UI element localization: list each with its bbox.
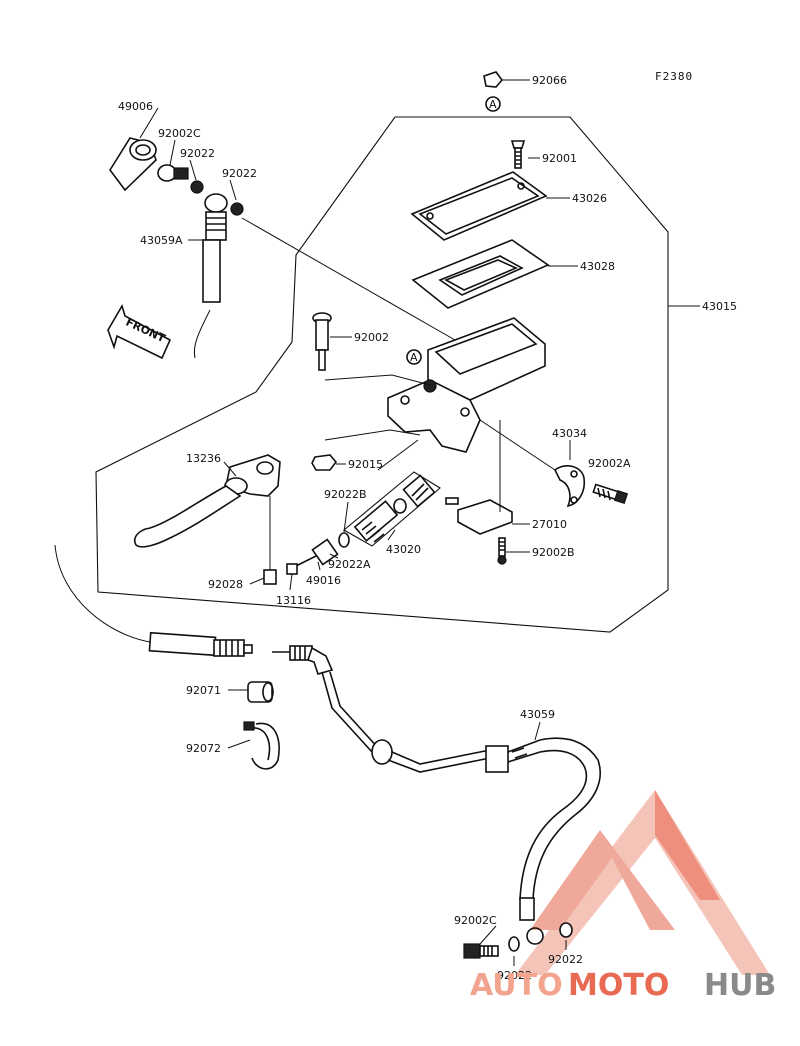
label-92002B: 92002B [532, 546, 575, 559]
clutch-pipe-part [321, 671, 602, 945]
label-92022A: 92022A [328, 558, 371, 571]
label-92022-c: 92022 [497, 969, 532, 982]
diaphragm-part [411, 239, 550, 309]
rod-49016-part [286, 555, 317, 575]
label-92015: 92015 [348, 458, 383, 471]
hose-link-line [241, 217, 456, 341]
label-92022B: 92022B [324, 488, 367, 501]
ref-marker-top [485, 96, 501, 112]
label-49006: 49006 [118, 100, 153, 113]
washer-part [190, 180, 204, 194]
label-43059A: 43059A [140, 234, 183, 247]
sleeve-92071-part [247, 681, 274, 703]
clamp-leader [479, 419, 556, 471]
label-43059: 43059 [520, 708, 555, 721]
label-92022-a: 92022 [180, 147, 215, 160]
label-43020: 43020 [386, 543, 421, 556]
bolt-leader [324, 374, 431, 386]
hose-lower-end-part [148, 631, 253, 657]
cap-92066-part [483, 71, 530, 88]
switch-part [445, 497, 513, 535]
label-92072: 92072 [186, 742, 221, 755]
washer-bottom-b [559, 922, 573, 938]
banjo-bolt-bottom-part [463, 943, 499, 959]
ref-marker-top-text: A [489, 98, 497, 111]
clamp-part [553, 465, 586, 508]
screw-92001-part [510, 140, 526, 169]
label-92001: 92001 [542, 152, 577, 165]
label-43026: 43026 [572, 192, 607, 205]
banjo-bolt-part [157, 164, 189, 182]
piston-kit-part [343, 471, 441, 547]
ref-marker-body [406, 349, 422, 365]
pivot-bolt-part [263, 496, 277, 585]
label-leaders [139, 107, 700, 966]
watermark-part2: MOTO [568, 968, 669, 1003]
hose-43059A-part [202, 193, 228, 303]
bolt-92002A-part [592, 483, 629, 505]
bolt-92002-part [312, 312, 332, 371]
figure-code: F2380 [655, 70, 693, 83]
label-13236: 13236 [186, 452, 221, 465]
boot-92022A-part [311, 538, 339, 566]
piston-leader [377, 439, 419, 471]
reservoir-cover-part [410, 171, 548, 241]
label-92022-b: 92022 [222, 167, 257, 180]
watermark-part1: AUTO [470, 968, 563, 1003]
part-labels: F2380 92066 49006 92002C 92022 92022 430… [118, 70, 737, 982]
label-92002: 92002 [354, 331, 389, 344]
label-92022-d: 92022 [548, 953, 583, 966]
hose-guide-line-top [193, 309, 211, 359]
ref-marker-body-text: A [410, 351, 418, 364]
nut-92015-part [311, 454, 338, 471]
label-92071: 92071 [186, 684, 221, 697]
watermark-logo [515, 790, 770, 975]
label-92002A: 92002A [588, 457, 631, 470]
seal-92022B-part [338, 532, 350, 548]
hose-upper-end-part [272, 645, 334, 675]
watermark-text: AUTO MOTO HUB [470, 968, 776, 1003]
label-43015: 43015 [702, 300, 737, 313]
label-13116: 13116 [276, 594, 311, 607]
watermark-part3: HUB [704, 968, 776, 1003]
label-27010: 27010 [532, 518, 567, 531]
label-43028: 43028 [580, 260, 615, 273]
label-43034: 43034 [552, 427, 587, 440]
clutch-lever-part [134, 454, 281, 548]
clamp-92072-part [243, 721, 280, 770]
washer-bottom-a [508, 936, 520, 952]
front-arrow-icon: FRONT [107, 304, 172, 360]
hose-guide-line [54, 544, 151, 643]
nut-leader [324, 429, 421, 441]
label-92066: 92066 [532, 74, 567, 87]
assembly-boundary [95, 116, 669, 633]
label-49016: 49016 [306, 574, 341, 587]
master-cylinder-body [387, 317, 546, 453]
label-92028: 92028 [208, 578, 243, 591]
label-92002C-top: 92002C [158, 127, 201, 140]
washer-part-b [230, 202, 244, 216]
label-92002C-bottom: 92002C [454, 914, 497, 927]
rubber-cap-part [109, 137, 157, 192]
screw-92002B-part [497, 537, 507, 565]
